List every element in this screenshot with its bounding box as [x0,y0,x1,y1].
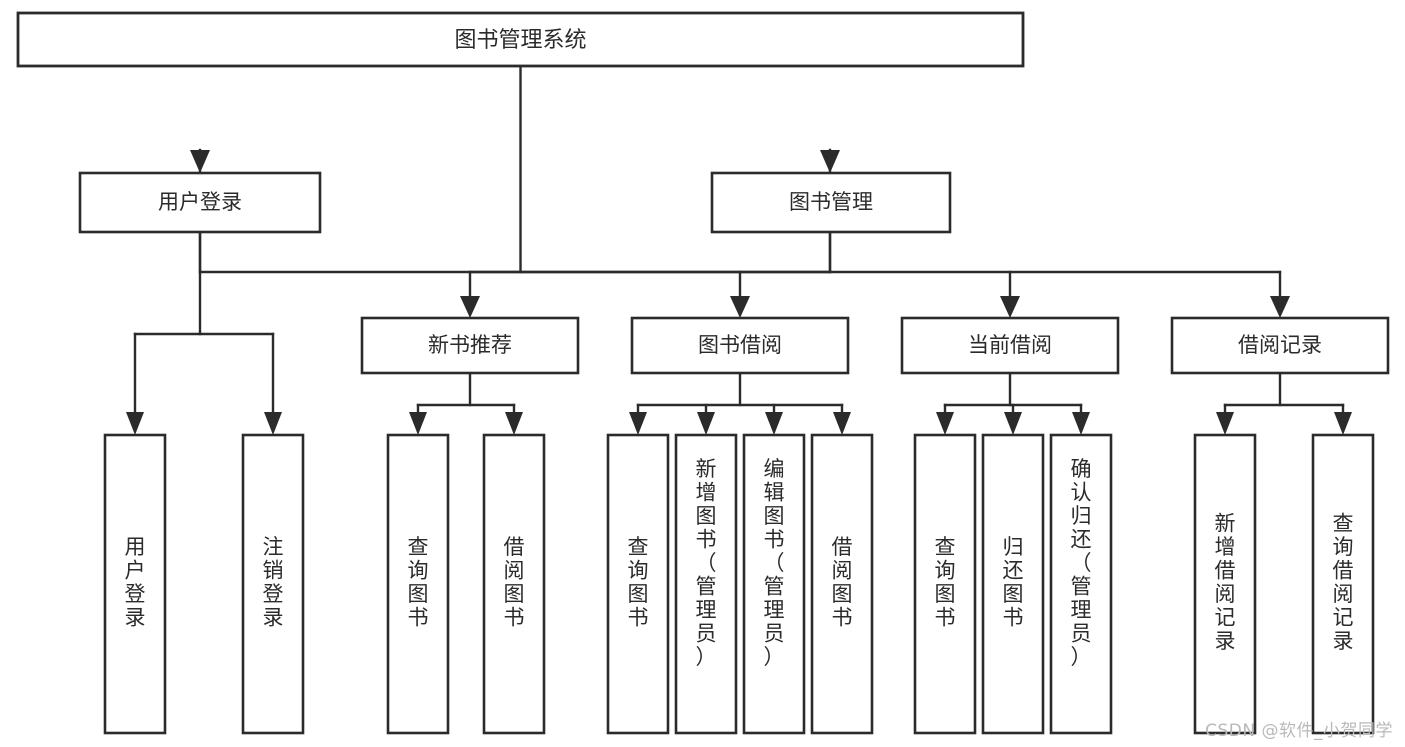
arrow-borrow-leaf-1 [629,412,647,435]
node-leaf[interactable]: 归还图书 [981,433,1045,735]
csdn-watermark: CSDN @软件_小贺同学 [1205,721,1393,741]
arrow-borrow-leaf-3 [765,412,783,435]
node-level1-book-manage-label: 图书管理 [789,190,873,214]
node-level2-book-borrow-label: 图书借阅 [698,333,782,357]
node-level2-borrow-record-box[interactable] [1170,316,1390,375]
node-root-label: 图书管理系统 [454,28,586,53]
arrow-level2-borrow [730,296,750,318]
arrow-borrow-leaf-4 [833,412,851,435]
arrow-to-user-login [190,150,210,173]
node-leaf[interactable]: 确认归还（管理员） [1049,433,1113,735]
arrow-newbook-leaf-2 [505,412,523,435]
node-level2-current-borrow-box[interactable] [900,316,1120,375]
node-leaf-label: 查询图书 [935,535,956,630]
node-leaf[interactable]: 查询图书 [913,433,977,735]
node-leaf-label: 新增借阅记录 [1215,512,1236,654]
arrow-level2-newbook [460,296,480,318]
arrow-current-leaf-1 [936,412,954,435]
edge-layer [133,64,1345,414]
node-leaf[interactable]: 借阅图书 [810,433,874,735]
node-leaf-label: 查询图书 [628,535,649,630]
node-level2-borrow-record-label: 借阅记录 [1238,333,1322,357]
node-leaf-box[interactable] [1049,433,1113,735]
node-level2-new-book-recommend-label: 新书推荐 [428,333,512,357]
node-leaf[interactable]: 编辑图书（管理员） [742,433,806,735]
node-leaf-label: 查询图书 [408,535,429,630]
node-leaf[interactable]: 新增借阅记录 [1193,433,1257,735]
arrow-userlogin-leaf-2 [264,412,282,435]
node-leaf-label: 编辑图书（管理员） [764,457,785,669]
node-leaf-label: 归还图书 [1003,535,1024,630]
node-leaf-label: 借阅图书 [504,535,525,630]
node-level1-user-login-label: 用户登录 [158,190,242,214]
arrowhead-layer [126,150,1352,435]
arrow-level2-record [1270,296,1290,318]
arrow-newbook-leaf-1 [409,412,427,435]
node-leaf[interactable]: 查询图书 [386,433,450,735]
node-root[interactable]: 图书管理系统 [16,11,1025,68]
node-leaf-box[interactable] [674,433,738,735]
node-leaf-label: 确认归还（管理员） [1071,457,1092,669]
node-leaf[interactable]: 用户登录 [103,433,167,735]
node-level2-current-borrow[interactable]: 当前借阅 [900,316,1120,375]
node-level2-new-book-recommend[interactable]: 新书推荐 [360,316,580,375]
node-leaf-box[interactable] [913,433,977,735]
leaf-node-layer: 用户登录 注销登录 查询图书 借阅图书 查询图书 新增图书（管理员） 编辑图书（管理员） 借阅… [103,433,1375,735]
node-leaf-box[interactable] [103,433,167,735]
node-leaf[interactable]: 新增图书（管理员） [674,433,738,735]
node-leaf-label: 新增图书（管理员） [696,457,717,669]
node-level1-book-manage-box[interactable] [710,171,952,234]
node-leaf-box[interactable] [241,433,305,735]
node-level2-borrow-record[interactable]: 借阅记录 [1170,316,1390,375]
node-leaf-label: 借阅图书 [832,535,853,630]
node-level1-book-manage[interactable]: 图书管理 [710,171,952,234]
arrow-record-leaf-1 [1216,412,1234,435]
node-level2-book-borrow[interactable]: 图书借阅 [630,316,850,375]
node-leaf[interactable]: 查询借阅记录 [1311,433,1375,735]
arrow-userlogin-leaf-1 [126,412,144,435]
node-leaf[interactable]: 注销登录 [241,433,305,735]
node-level1-user-login[interactable]: 用户登录 [78,171,322,234]
arrow-level2-current [1000,296,1020,318]
node-leaf[interactable]: 查询图书 [606,433,670,735]
node-level2-new-book-recommend-box[interactable] [360,316,580,375]
node-leaf-box[interactable] [482,433,546,735]
node-leaf-box[interactable] [1193,433,1257,735]
node-root-box[interactable] [16,11,1025,68]
arrow-current-leaf-3 [1072,412,1090,435]
node-level1-user-login-box[interactable] [78,171,322,234]
node-leaf-box[interactable] [606,433,670,735]
node-leaf-label: 注销登录 [263,535,284,630]
arrow-current-leaf-2 [1004,412,1022,435]
arrow-record-leaf-2 [1334,412,1352,435]
node-leaf[interactable]: 借阅图书 [482,433,546,735]
node-leaf-box[interactable] [742,433,806,735]
node-leaf-box[interactable] [810,433,874,735]
node-leaf-box[interactable] [1311,433,1375,735]
arrow-borrow-leaf-2 [697,412,715,435]
node-leaf-box[interactable] [386,433,450,735]
node-leaf-label: 查询借阅记录 [1333,512,1354,654]
arrow-to-book-manage [820,150,840,173]
node-leaf-box[interactable] [981,433,1045,735]
node-level2-book-borrow-box[interactable] [630,316,850,375]
node-leaf-label: 用户登录 [125,535,146,630]
node-level2-current-borrow-label: 当前借阅 [968,333,1052,357]
